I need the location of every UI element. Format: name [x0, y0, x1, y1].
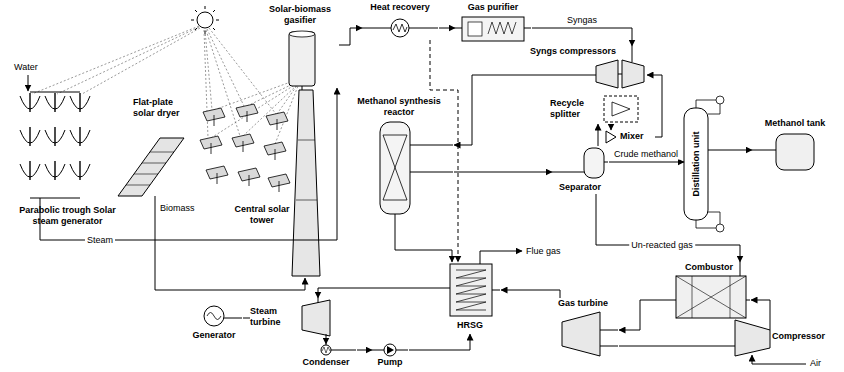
equipment-node: Gas purifier [455, 2, 532, 44]
equipment-label: Compressor [772, 331, 830, 342]
flow-line [243, 318, 250, 319]
flow-line [619, 346, 730, 347]
equipment-node: Gas turbine [548, 298, 619, 360]
flow-line [611, 124, 612, 130]
equipment-label: Central solar tower [230, 204, 294, 226]
equipment-node: Methanol tank [752, 118, 839, 174]
equipment-label: Mixer [620, 131, 654, 142]
stream-label: Air [810, 358, 821, 369]
equipment-node: Methanol synthesis reactor [345, 96, 454, 218]
equipment-label: Gas turbine [548, 298, 618, 309]
flow-line [155, 200, 305, 290]
equipment-node: Steam turbine [250, 298, 332, 338]
equipment-node: Parabolic trough Solar steam generator [5, 85, 131, 232]
equipment-label: Separator [552, 182, 608, 193]
equipment-node: Mixer [604, 130, 655, 144]
flow-label: Crude methanol [612, 149, 680, 160]
equipment-node: Pump [372, 342, 409, 370]
equipment-node: Generator [186, 304, 243, 344]
equipment-label: Condenser [296, 357, 356, 368]
equipment-label: Flat-plate solar dryer [133, 97, 195, 119]
flow-line [339, 28, 362, 45]
equipment-node: Recycle splitter [550, 94, 640, 124]
flow-line [501, 290, 560, 298]
equipment-label: Recycle splitter [550, 98, 600, 120]
equipment-label: Combustor [668, 262, 750, 273]
flow-line [318, 288, 440, 298]
equipment-node: Compressor [730, 318, 831, 358]
equipment-node: Condenser [296, 344, 357, 370]
flow-line [357, 350, 372, 351]
equipment-label: Steam turbine [250, 306, 298, 328]
flow-line [430, 40, 458, 262]
flow-line [326, 338, 327, 344]
equipment-node: Separator [552, 146, 609, 194]
equipment-node: Syngs compressors [528, 46, 647, 90]
equipment-label: Gas purifier [455, 2, 531, 13]
stream-label: Biomass [160, 203, 195, 214]
flow-line [751, 300, 770, 318]
equipment-label: Parabolic trough Solar steam generator [5, 205, 130, 227]
flow-line [409, 334, 470, 350]
stream-label: Flue gas [526, 246, 561, 257]
flow-line [596, 194, 740, 262]
equipment-label: Heat recovery [362, 2, 438, 13]
flow-line [532, 28, 632, 46]
flow-line [708, 150, 752, 151]
equipment-label: HRSG [440, 320, 500, 331]
flow-line [609, 162, 684, 163]
flow-label: Un-reacted gas [629, 240, 695, 251]
flow-line [647, 75, 662, 137]
flow-line [454, 75, 528, 145]
flow-line [598, 124, 599, 146]
flow-line [439, 28, 455, 29]
equipment-node: Flat-plate solar dryer [115, 95, 196, 200]
flow-line [619, 300, 668, 330]
flow-label: Steam [85, 235, 115, 246]
equipment-label: Pump [372, 357, 408, 368]
equipment-node: Solar-biomass gasifier [262, 4, 339, 88]
equipment-node: Heat recovery [362, 2, 439, 40]
equipment-label: Distillation unit [691, 132, 702, 197]
equipment-node: Central solar tower [230, 92, 332, 278]
flow-line [395, 218, 452, 262]
flow-line [454, 172, 552, 173]
equipment-node: Combustor [668, 262, 751, 320]
equipment-node: Distillation unit [684, 108, 708, 220]
equipment-label: Methanol tank [752, 118, 838, 129]
equipment-node: HRSG [440, 262, 501, 334]
flow-label: Syngas [565, 15, 599, 26]
equipment-label: Methanol synthesis reactor [345, 96, 453, 118]
equipment-label: Solar-biomass gasifier [262, 4, 338, 26]
equipment-label: Generator [186, 330, 242, 341]
stream-label: Water [14, 62, 38, 73]
equipment-label: Syngs compressors [530, 46, 646, 57]
